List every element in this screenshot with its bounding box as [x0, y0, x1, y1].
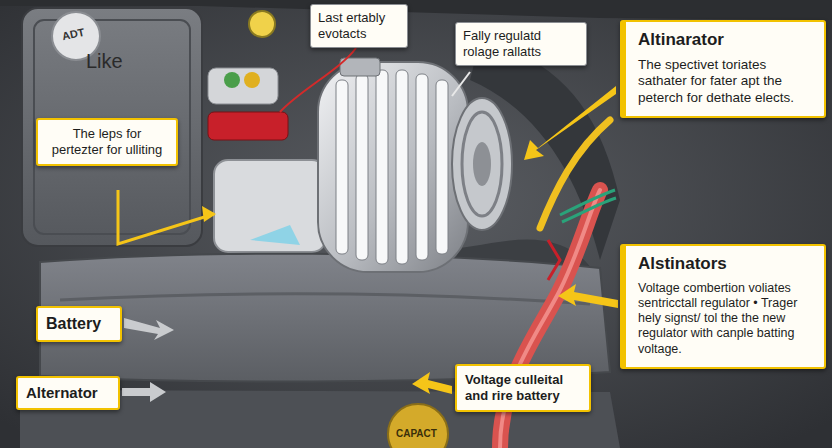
green-wires: [560, 190, 616, 222]
cooling-fin: [376, 70, 388, 264]
box-heading: Altinarator: [638, 30, 814, 51]
pulley: [452, 98, 512, 230]
info-panel: AlstinatorsVoltage combertion voliates s…: [620, 244, 826, 369]
box-heading: Last ertably evotacts: [318, 10, 400, 42]
cooling-fin: [416, 74, 428, 260]
cooling-fin: [436, 80, 448, 254]
callout-box: The leps for pertezter for ulliting: [36, 118, 178, 166]
printed-marking: Like: [86, 50, 123, 73]
part-label-box: Alternator: [16, 376, 120, 410]
box-heading: Alternator: [26, 384, 110, 402]
duct-ridge: [60, 294, 590, 304]
callout-arrow: [124, 318, 174, 340]
yellow-cap: [249, 11, 275, 37]
callout-arrow: [122, 382, 166, 402]
yellow-wire: [540, 120, 610, 228]
callout-arrow: [412, 372, 452, 394]
callout-arrow: [524, 86, 616, 160]
leader-line: [452, 72, 470, 96]
box-heading: Battery: [46, 314, 112, 334]
red-leader-line: [280, 48, 356, 112]
printed-marking: CAPACT: [396, 428, 437, 439]
box-heading: Alstinators: [638, 254, 814, 275]
red-relay: [208, 112, 288, 140]
mount-bracket: [340, 58, 380, 76]
red-wire: [548, 240, 560, 280]
cooling-fin: [336, 80, 348, 254]
sensor-housing: [208, 68, 278, 104]
part-label-box: Battery: [36, 306, 122, 342]
arrow-head: [202, 206, 216, 222]
oil-cap: [388, 404, 448, 448]
cooling-fin: [356, 74, 368, 260]
alternator-housing: [318, 62, 468, 272]
callout-box: Voltage culleital and rire battery: [455, 364, 591, 412]
box-body: The spectivet toriates sathater for fate…: [638, 57, 814, 106]
green-indicator: [224, 72, 240, 88]
cooling-fin: [396, 70, 408, 264]
pulley-hub: [473, 142, 491, 186]
yellow-indicator: [244, 72, 260, 88]
fluid-highlight: [250, 225, 300, 245]
info-panel: AltinaratorThe spectivet toriates sathat…: [620, 20, 826, 118]
callout-box: Fally regulatd rolage rallatts: [455, 22, 587, 66]
fuse-box-cover: [22, 8, 202, 246]
alternator-body: [318, 58, 512, 272]
box-heading: Voltage culleital and rire battery: [465, 372, 581, 404]
box-body: Voltage combertion voliates sentricctall…: [638, 281, 814, 357]
callout-box: Last ertably evotacts: [310, 4, 408, 48]
printed-marking: ADT: [61, 26, 86, 42]
callout-arrow: [558, 284, 618, 308]
coolant-reservoir: [214, 160, 326, 252]
box-heading: Fally regulatd rolage rallatts: [463, 28, 579, 60]
box-heading: The leps for pertezter for ulliting: [46, 126, 168, 158]
leader-line: [118, 190, 214, 244]
pulley-groove: [462, 112, 502, 216]
